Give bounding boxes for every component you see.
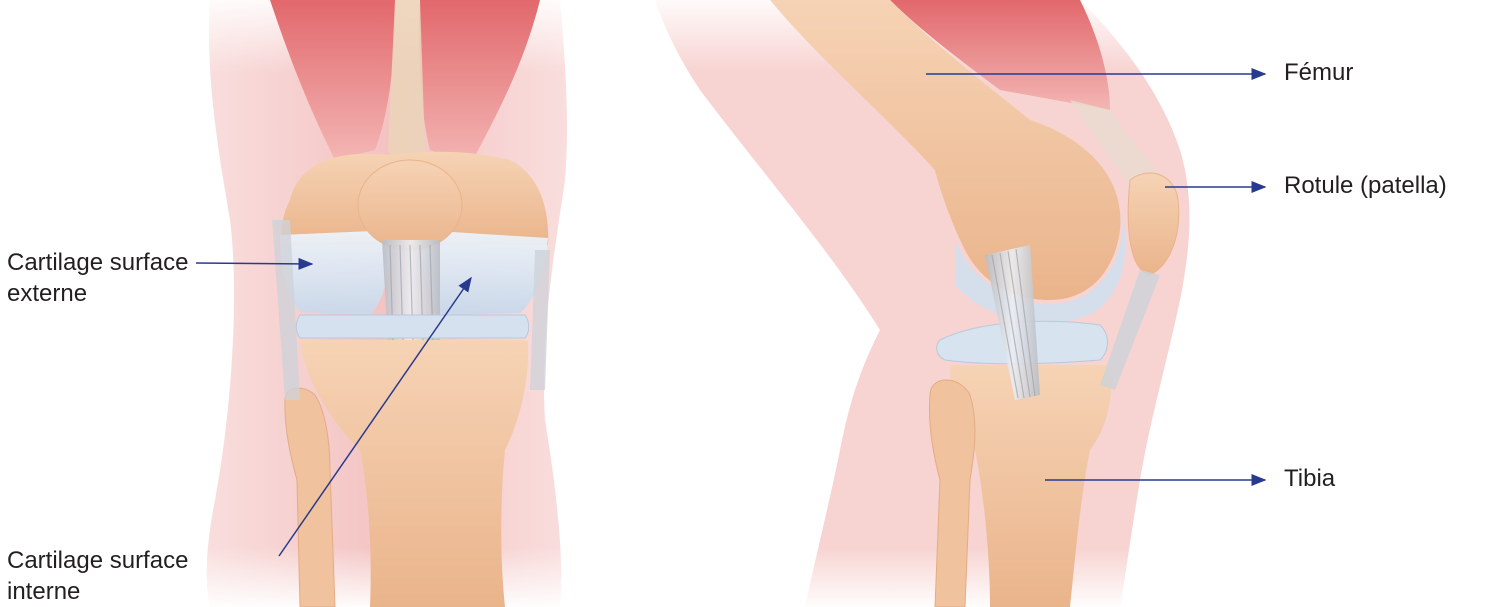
- label-femur: Fémur: [1284, 57, 1353, 88]
- front-view-knee: [200, 0, 580, 607]
- front-patella: [358, 160, 462, 250]
- label-cartilage-surface-externe: Cartilage surface externe: [7, 247, 188, 309]
- front-cartilage-external: [280, 230, 395, 315]
- front-menisci: [296, 315, 529, 338]
- label-cartilage-surface-interne: Cartilage surface interne: [7, 545, 188, 607]
- label-line-1: Cartilage surface: [7, 545, 188, 576]
- label-tibia: Tibia: [1284, 463, 1335, 494]
- side-view-knee: [640, 0, 1200, 607]
- label-line-1: Cartilage surface: [7, 247, 188, 278]
- label-rotule: Rotule (patella): [1284, 170, 1447, 201]
- label-line-2: interne: [7, 576, 188, 607]
- label-line-2: externe: [7, 278, 188, 309]
- pointer-cartilage-externe: [196, 263, 312, 264]
